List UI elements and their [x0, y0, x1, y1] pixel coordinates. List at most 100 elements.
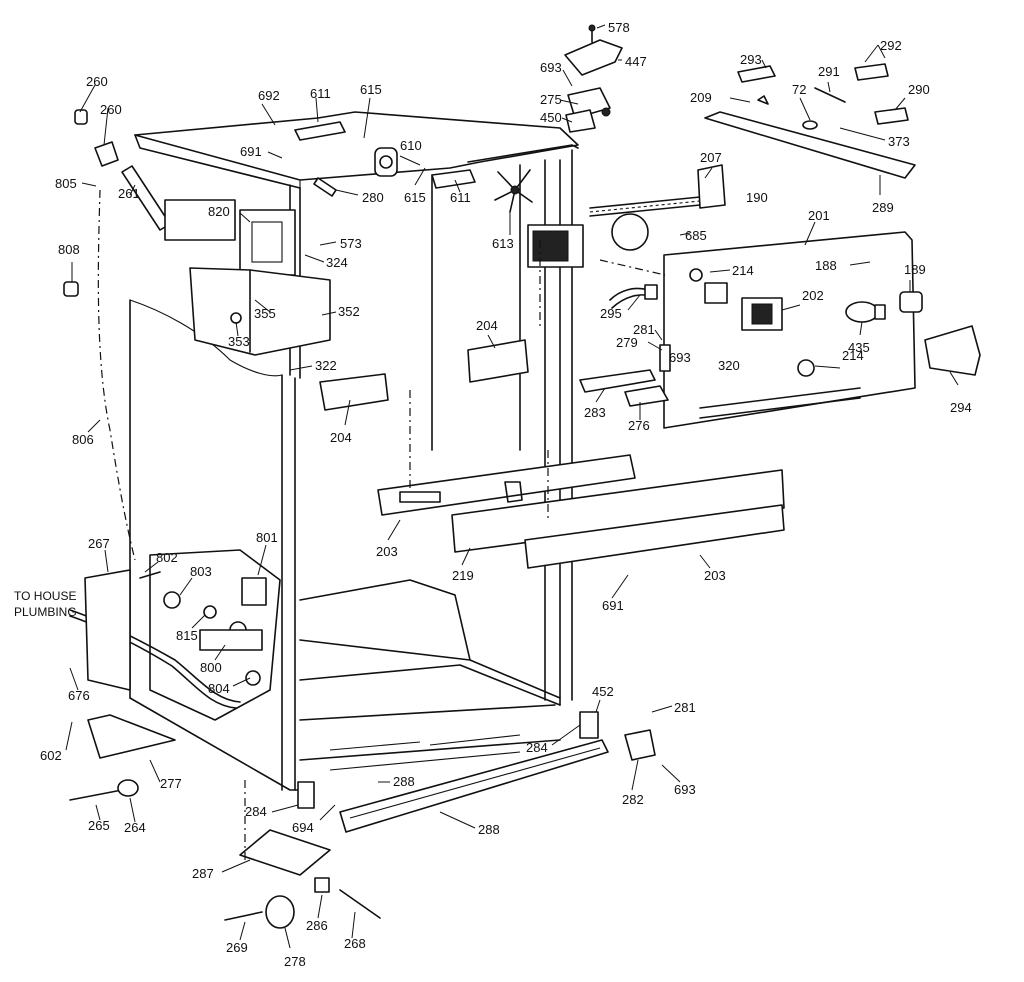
grille-288 — [339, 739, 609, 833]
callout-676: 676 — [68, 688, 90, 703]
callout-291: 291 — [818, 64, 840, 79]
callout-355: 355 — [254, 306, 276, 321]
callout-276: 276 — [628, 418, 650, 433]
cabinet-floor — [299, 579, 561, 771]
callout-294: 294 — [950, 400, 972, 415]
callout-288: 288 — [393, 774, 415, 789]
panel-201 — [663, 231, 916, 429]
plumbing-note-line1: TO HOUSE — [14, 589, 76, 603]
panel-267 — [84, 569, 131, 691]
callout-280: 280 — [362, 190, 384, 205]
callout-452: 452 — [592, 684, 614, 699]
callout-290: 290 — [908, 82, 930, 97]
bracket-204-left — [319, 373, 389, 411]
callout-692: 692 — [258, 88, 280, 103]
callout-804: 804 — [208, 681, 230, 696]
callout-611: 611 — [310, 86, 331, 101]
callout-219: 219 — [452, 568, 474, 583]
cabinet-top-panel — [134, 111, 579, 189]
callout-610: 610 — [400, 138, 422, 153]
callout-204: 204 — [476, 318, 498, 333]
callout-264: 264 — [124, 820, 146, 835]
callout-602: 602 — [40, 748, 62, 763]
bracket-275 — [565, 87, 611, 133]
harness-295 — [609, 284, 658, 309]
connector-280 — [313, 177, 337, 197]
callout-450: 450 — [540, 110, 562, 125]
callout-214: 214 — [842, 348, 864, 363]
callout-278: 278 — [284, 954, 306, 969]
callout-204: 204 — [330, 430, 352, 445]
callout-578: 578 — [608, 20, 630, 35]
base-bracket-277 — [87, 714, 176, 759]
fan-motor-610 — [374, 147, 398, 177]
callout-189: 189 — [904, 262, 926, 277]
callout-802: 802 — [156, 550, 178, 565]
water-line-806 — [63, 189, 136, 561]
roller-264 — [69, 779, 139, 801]
callout-214: 214 — [732, 263, 754, 278]
callout-293: 293 — [740, 52, 762, 67]
callout-267: 267 — [88, 536, 110, 551]
callout-447: 447 — [625, 54, 647, 69]
callout-611: 611 — [450, 190, 471, 205]
callout-284: 284 — [245, 804, 267, 819]
callout-289: 289 — [872, 200, 894, 215]
plumbing-note-line2: PLUMBING — [14, 605, 77, 619]
valve-260 — [74, 109, 119, 167]
callout-277: 277 — [160, 776, 182, 791]
screw-578 — [588, 24, 596, 43]
small-parts-top-right — [737, 63, 909, 130]
callout-190: 190 — [746, 190, 768, 205]
callout-694: 694 — [292, 820, 314, 835]
callout-324: 324 — [326, 255, 348, 270]
callout-260: 260 — [86, 74, 108, 89]
callout-373: 373 — [888, 134, 910, 149]
callout-268: 268 — [344, 936, 366, 951]
socket-189 — [899, 291, 923, 313]
callout-201: 201 — [808, 208, 830, 223]
callout-693: 693 — [669, 350, 691, 365]
callout-295: 295 — [600, 306, 622, 321]
callout-281: 281 — [633, 322, 655, 337]
callout-815: 815 — [176, 628, 198, 643]
callout-613: 613 — [492, 236, 514, 251]
callout-188: 188 — [815, 258, 837, 273]
callout-800: 800 — [200, 660, 222, 675]
bracket-204-right — [467, 339, 529, 383]
callout-820: 820 — [208, 204, 230, 219]
bulb-435 — [845, 301, 886, 323]
callout-labels: 578 693 447 275 450 293 292 291 290 209 … — [14, 20, 972, 969]
cover-294 — [924, 325, 981, 376]
callout-288: 288 — [478, 822, 500, 837]
callout-261: 261 — [118, 186, 140, 201]
callout-292: 292 — [880, 38, 902, 53]
callout-72: 72 — [792, 82, 806, 97]
callout-322: 322 — [315, 358, 337, 373]
water-valve-assembly — [139, 549, 281, 721]
callout-803: 803 — [190, 564, 212, 579]
callout-275: 275 — [540, 92, 562, 107]
callout-279: 279 — [616, 335, 638, 350]
callout-615: 615 — [404, 190, 426, 205]
callout-805: 805 — [55, 176, 77, 191]
callout-284: 284 — [526, 740, 548, 755]
callout-283: 283 — [584, 405, 606, 420]
callout-691: 691 — [602, 598, 624, 613]
callout-615: 615 — [360, 82, 382, 97]
callout-808: 808 — [58, 242, 80, 257]
cabinet-side-panel — [129, 184, 301, 791]
callout-269: 269 — [226, 940, 248, 955]
roller-assembly-287 — [224, 829, 381, 929]
bracket-611 — [294, 121, 476, 189]
callout-260: 260 — [100, 102, 122, 117]
shelf-203 — [377, 454, 785, 569]
callout-286: 286 — [306, 918, 328, 933]
callout-203: 203 — [376, 544, 398, 559]
rail-289 — [704, 111, 916, 179]
callout-282: 282 — [622, 792, 644, 807]
callout-352: 352 — [338, 304, 360, 319]
callout-691: 691 — [240, 144, 262, 159]
callout-693: 693 — [540, 60, 562, 75]
